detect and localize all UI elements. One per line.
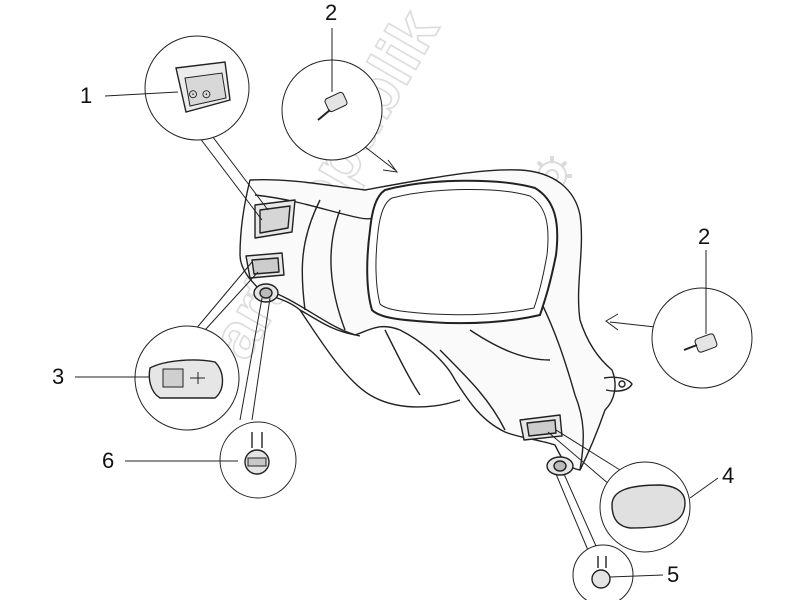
detail-bulb-2-right: [651, 287, 753, 389]
callout-6: 6: [102, 448, 115, 473]
detail-bulb-2-top: [281, 59, 383, 161]
callout-1: 1: [80, 83, 93, 108]
callout-2-top: 2: [325, 0, 338, 25]
detail-cover-4: [599, 461, 691, 553]
detail-switch-3: [134, 325, 240, 431]
callout-3: 3: [52, 364, 65, 389]
leader-lines: [189, 119, 656, 556]
callout-5: 5: [667, 562, 680, 587]
detail-knob-6: [219, 421, 297, 499]
callout-4: 4: [722, 463, 735, 488]
handlebar-cover: [239, 169, 633, 476]
detail-knob-5: [572, 544, 634, 600]
svg-text:⊙ ⊙: ⊙ ⊙: [188, 87, 211, 101]
callout-lines: [75, 28, 719, 578]
detail-switch-1: ⊙ ⊙: [144, 35, 250, 141]
callout-2-right: 2: [698, 224, 711, 249]
